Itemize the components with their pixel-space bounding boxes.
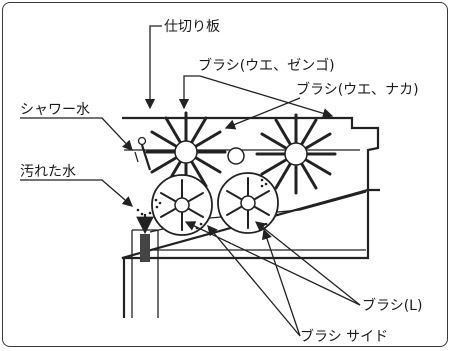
diagram-frame	[2, 2, 448, 347]
label-brush-upper-front: ブラシ(ウエ、ゼンゴ)	[198, 57, 335, 74]
label-dirty-water: 汚れた水	[20, 164, 76, 180]
label-partition: 仕切り板	[164, 19, 220, 35]
shower-nozzle	[134, 136, 152, 171]
upper-brush-front	[145, 111, 227, 193]
middle-roller	[227, 147, 245, 165]
label-brush-side: ブラシ サイド	[300, 328, 388, 345]
label-brush-lower: ブラシ(L)	[362, 297, 422, 314]
label-shower-water: シャワー水	[20, 102, 90, 118]
leader-lines	[20, 25, 361, 337]
drain-pipe	[122, 208, 159, 318]
label-brush-upper-middle: ブラシ(ウエ、ナカ)	[296, 81, 419, 98]
lower-brush-right	[217, 172, 279, 234]
lower-brush-left	[151, 174, 213, 236]
upper-brush-middle	[255, 113, 337, 195]
